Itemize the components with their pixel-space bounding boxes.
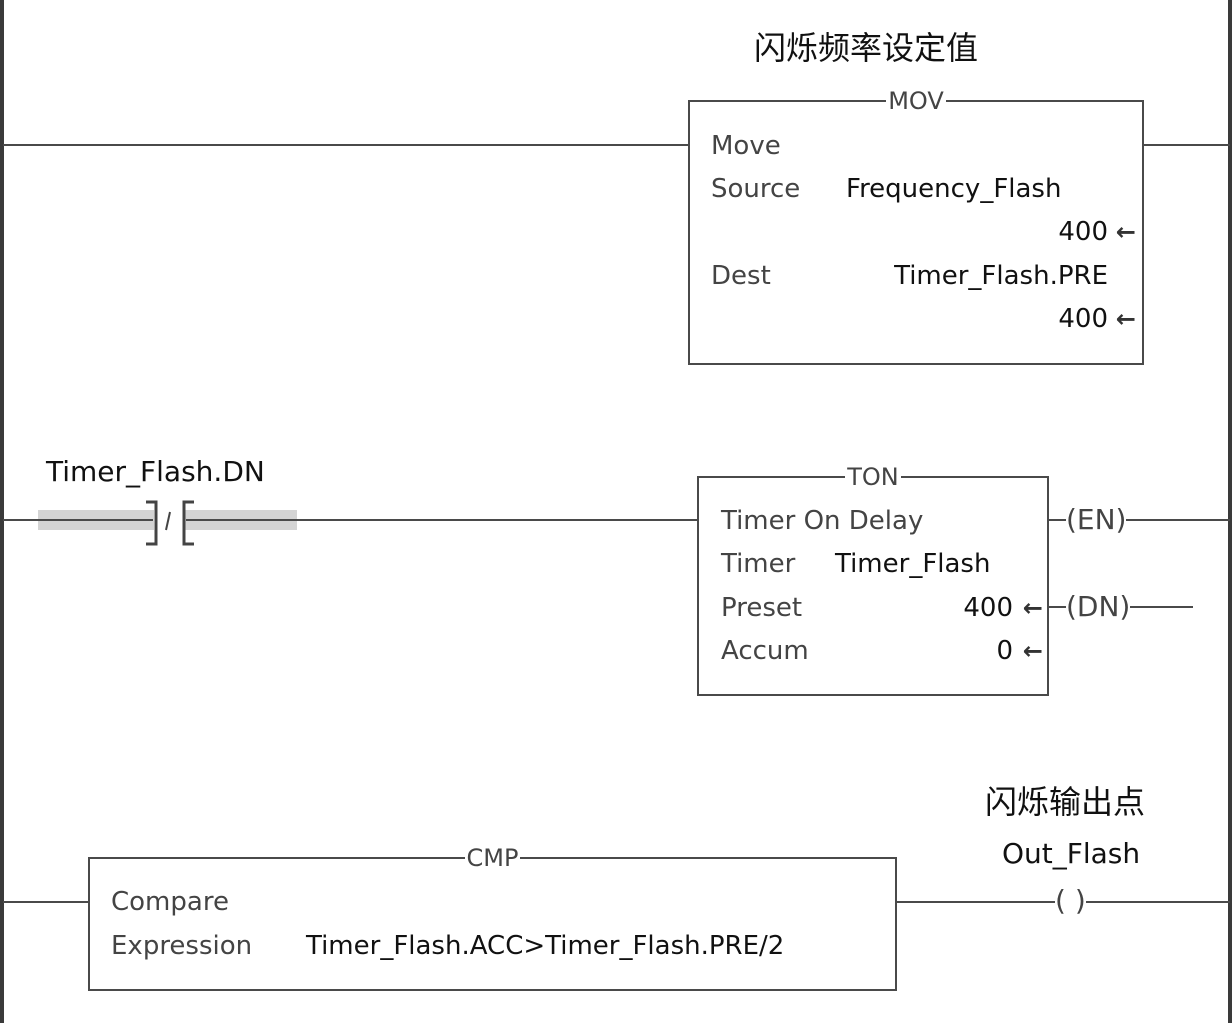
rung-1-wire-left [3, 519, 153, 521]
mov-dest-value: 400 [1058, 304, 1108, 334]
cmp-expression[interactable]: Timer_Flash.ACC>Timer_Flash.PRE/2 [306, 931, 785, 961]
cmp-description: Compare [111, 887, 229, 917]
ton-instruction-box[interactable]: TON Timer On Delay Timer Timer_Flash Pre… [697, 463, 1049, 696]
mov-dest-tag[interactable]: Timer_Flash.PRE [894, 261, 1108, 291]
xio-contact-icon[interactable] [140, 500, 200, 546]
ton-preset-value[interactable]: 400 [963, 593, 1013, 623]
ote-coil-icon[interactable]: ( ) [1055, 884, 1086, 917]
cmp-mnemonic: CMP [464, 844, 521, 872]
contact-tag[interactable]: Timer_Flash.DN [46, 455, 265, 488]
mov-source-arrow-icon: ← [1115, 218, 1136, 246]
ton-en-wire [1048, 519, 1230, 521]
right-power-rail [1228, 0, 1232, 1023]
ton-timer-label: Timer [721, 549, 796, 579]
mov-mnemonic: MOV [886, 87, 946, 115]
ton-en-output: (EN) [1066, 503, 1127, 536]
ton-mnemonic: TON [845, 463, 901, 491]
mov-instruction-box[interactable]: MOV Move Source Frequency_Flash 400 ← De… [688, 87, 1144, 365]
mov-source-value: 400 [1058, 217, 1108, 247]
mov-dest-arrow-icon: ← [1115, 305, 1136, 333]
mov-source-tag[interactable]: Frequency_Flash [846, 174, 1062, 204]
ton-preset-label: Preset [721, 593, 803, 623]
output-comment: 闪烁输出点 [985, 783, 1146, 821]
rung-0-comment: 闪烁频率设定值 [754, 29, 979, 67]
left-power-rail [0, 0, 4, 1023]
output-tag[interactable]: Out_Flash [1002, 837, 1141, 870]
mov-description: Move [711, 131, 781, 161]
ton-dn-output: (DN) [1066, 590, 1131, 623]
ton-accum-arrow-icon: ← [1022, 637, 1043, 665]
mov-dest-label: Dest [711, 261, 771, 291]
rung-0-wire-left [3, 144, 689, 146]
ton-timer-tag[interactable]: Timer_Flash [835, 549, 991, 579]
ton-accum-label: Accum [721, 636, 809, 666]
rung-0-wire-right [1142, 144, 1230, 146]
ton-description: Timer On Delay [721, 506, 924, 536]
ton-accum-value[interactable]: 0 [996, 636, 1013, 666]
rung-1-wire-mid [186, 519, 699, 521]
cmp-instruction-box[interactable]: CMP Compare Expression Timer_Flash.ACC>T… [88, 844, 897, 991]
cmp-expression-label: Expression [111, 931, 253, 961]
mov-source-label: Source [711, 174, 801, 204]
ton-preset-arrow-icon: ← [1022, 594, 1043, 622]
rung-2-wire-left [3, 901, 91, 903]
